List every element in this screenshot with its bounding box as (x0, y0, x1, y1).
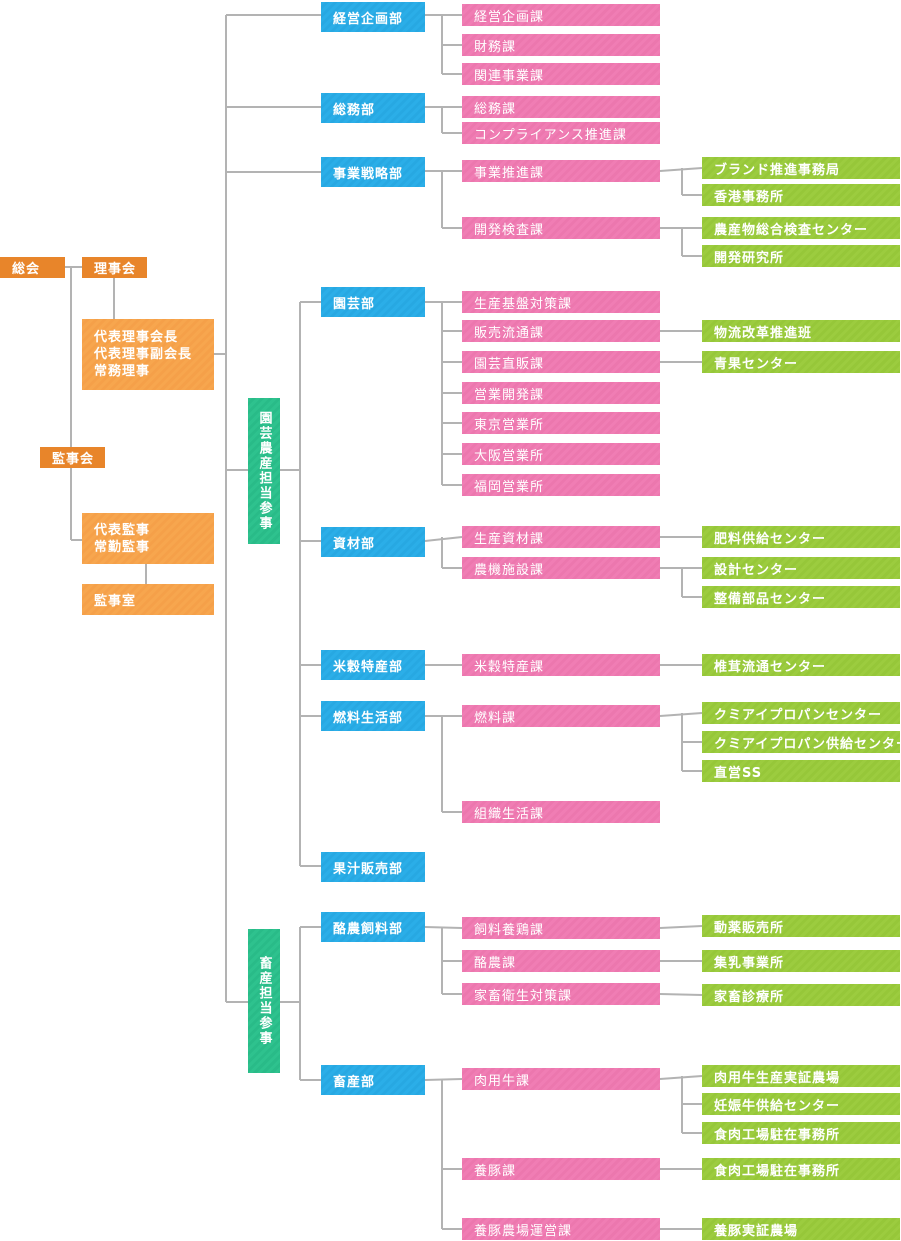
auditor-officers-box: 代表監事常勤監事 (82, 513, 214, 564)
section-box: 飼料養鶏課 (462, 917, 660, 939)
unit-box: 開発研究所 (702, 245, 900, 267)
section-box: 総務課 (462, 96, 660, 118)
connector-line (424, 1078, 463, 1081)
unit-box: 食肉工場駐在事務所 (702, 1122, 900, 1144)
unit-box: 整備部品センター (702, 586, 900, 608)
section-box: 開発検査課 (462, 217, 660, 239)
auditors-committee-box: 監事会 (40, 447, 105, 468)
section-box: 農機施設課 (462, 557, 660, 579)
unit-box: 肉用牛生産実証農場 (702, 1065, 900, 1087)
unit-box: 農産物総合検査センター (702, 217, 900, 239)
section-box: 関連事業課 (462, 63, 660, 85)
unit-box: 食肉工場駐在事務所 (702, 1158, 900, 1180)
department-box: 事業戦略部 (321, 157, 425, 187)
section-box: 大阪営業所 (462, 443, 660, 465)
section-box: 生産資材課 (462, 526, 660, 548)
unit-box: 肥料供給センター (702, 526, 900, 548)
connector-line (659, 993, 703, 996)
section-box: 組織生活課 (462, 801, 660, 823)
unit-box: 養豚実証農場 (702, 1218, 900, 1240)
section-box: 福岡営業所 (462, 474, 660, 496)
connector-line (659, 925, 703, 929)
section-box: 燃料課 (462, 705, 660, 727)
section-box: 養豚課 (462, 1158, 660, 1180)
board-box: 理事会 (82, 257, 147, 278)
general-meeting-box: 総会 (0, 257, 65, 278)
section-box: 養豚農場運営課 (462, 1218, 660, 1240)
department-box: 資材部 (321, 527, 425, 557)
department-box: 経営企画部 (321, 2, 425, 32)
auditors-office-box: 監事室 (82, 584, 214, 615)
section-box: 家畜衛生対策課 (462, 983, 660, 1005)
section-box: 酪農課 (462, 950, 660, 972)
unit-box: 集乳事業所 (702, 950, 900, 972)
unit-box: 椎茸流通センター (702, 654, 900, 676)
section-box: コンプライアンス推進課 (462, 122, 660, 144)
unit-box: クミアイプロパンセンター (702, 702, 900, 724)
unit-box: 設計センター (702, 557, 900, 579)
connector-line (424, 536, 463, 542)
section-box: 東京営業所 (462, 412, 660, 434)
section-box: 生産基盤対策課 (462, 291, 660, 313)
department-box: 畜産部 (321, 1065, 425, 1095)
unit-box: 直営SS (702, 760, 900, 782)
department-box: 燃料生活部 (321, 701, 425, 731)
connector-line (424, 926, 463, 929)
unit-box: 香港事務所 (702, 184, 900, 206)
unit-box: 妊娠牛供給センター (702, 1093, 900, 1115)
section-box: 財務課 (462, 34, 660, 56)
section-box: 園芸直販課 (462, 351, 660, 373)
section-box: 経営企画課 (462, 4, 660, 26)
section-box: 販売流通課 (462, 320, 660, 342)
livestock-executive-box: 畜産担当参事 (248, 929, 280, 1073)
department-box: 果汁販売部 (321, 852, 425, 882)
unit-box: クミアイプロパン供給センター (702, 731, 900, 753)
section-box: 営業開発課 (462, 382, 660, 404)
section-box: 事業推進課 (462, 160, 660, 182)
unit-box: 物流改革推進班 (702, 320, 900, 342)
department-box: 米穀特産部 (321, 650, 425, 680)
unit-box: 青果センター (702, 351, 900, 373)
department-box: 園芸部 (321, 287, 425, 317)
board-officers-box: 代表理事会長代表理事副会長常務理事 (82, 319, 214, 390)
horticulture-executive-box: 園芸農産担当参事 (248, 398, 280, 544)
department-box: 酪農飼料部 (321, 912, 425, 942)
unit-box: ブランド推進事務局 (702, 157, 900, 179)
department-box: 総務部 (321, 93, 425, 123)
unit-box: 動薬販売所 (702, 915, 900, 937)
section-box: 肉用牛課 (462, 1068, 660, 1090)
section-box: 米穀特産課 (462, 654, 660, 676)
unit-box: 家畜診療所 (702, 984, 900, 1006)
